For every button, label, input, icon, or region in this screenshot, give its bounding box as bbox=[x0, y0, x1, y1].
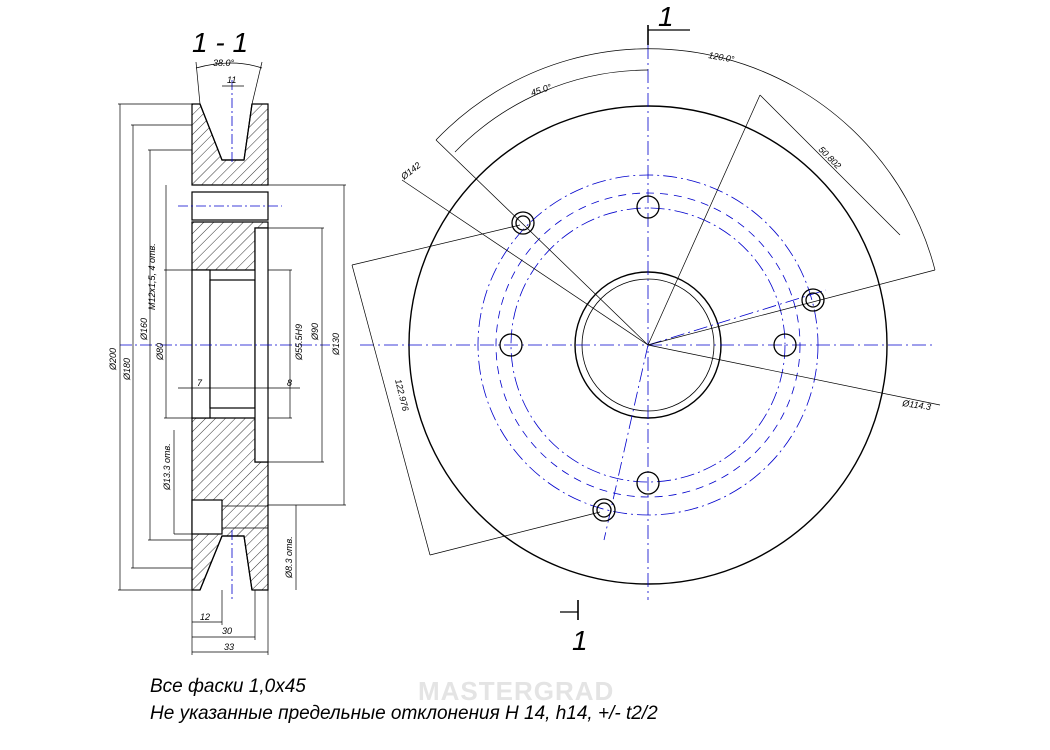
watermark: MASTERGRAD bbox=[418, 676, 615, 706]
note-tolerances: Не указанные предельные отклонения Н 14,… bbox=[150, 703, 658, 724]
hub-bore bbox=[191, 269, 211, 419]
dim-l7: 7 bbox=[197, 378, 203, 388]
groove-width-label: 11 bbox=[227, 75, 236, 85]
dim-l33: 33 bbox=[224, 642, 234, 652]
d114-label: Ø114.3 bbox=[901, 398, 932, 412]
d142-label: Ø142 bbox=[398, 160, 422, 182]
left-dimension-lines bbox=[118, 61, 346, 655]
section-hatch-upper bbox=[191, 103, 269, 186]
chord-122-label: 122.976 bbox=[393, 378, 411, 412]
dim-l8: 8 bbox=[287, 378, 292, 388]
section-marker-bottom: 1 bbox=[572, 625, 588, 656]
note-chamfers: Все фаски 1,0x45 bbox=[150, 676, 306, 697]
dim-d90: Ø90 bbox=[310, 323, 320, 341]
dim-l12: 12 bbox=[200, 612, 210, 622]
angle-45-label: 45.0° bbox=[530, 82, 554, 98]
dim-d13: Ø13.3 отв. bbox=[162, 443, 172, 491]
dim-l30: 30 bbox=[222, 626, 232, 636]
dim-d180: Ø180 bbox=[122, 358, 132, 381]
lower-bolt-hole bbox=[191, 499, 223, 535]
front-dimension-lines bbox=[351, 25, 941, 620]
chord-50-label: 50.802 bbox=[817, 144, 844, 171]
groove-angle-label: 38.0° bbox=[213, 58, 235, 68]
pitch-circles bbox=[360, 45, 935, 600]
bolt-holes bbox=[499, 195, 825, 522]
dim-d8: Ø8.3 отв. bbox=[284, 536, 294, 579]
front-view: 120.0° 45.0° 50.802 Ø142 122.976 Ø114.3 … bbox=[351, 1, 941, 656]
dim-d55: Ø55.5H9 bbox=[294, 324, 304, 361]
section-title: 1 - 1 bbox=[192, 27, 248, 58]
dim-d130: Ø130 bbox=[331, 333, 341, 356]
dim-d160: Ø160 bbox=[139, 318, 149, 341]
dim-d200: Ø200 bbox=[108, 348, 118, 371]
angle-120-label: 120.0° bbox=[708, 50, 736, 64]
section-hatch-lower bbox=[191, 417, 269, 591]
section-marker-top: 1 bbox=[658, 1, 674, 32]
section-view: 38.0° 11 Ø200 Ø180 Ø160 M12x1,5, 4 отв. … bbox=[108, 27, 346, 655]
dim-d80: Ø80 bbox=[155, 343, 165, 361]
dim-thread: M12x1,5, 4 отв. bbox=[147, 243, 157, 310]
